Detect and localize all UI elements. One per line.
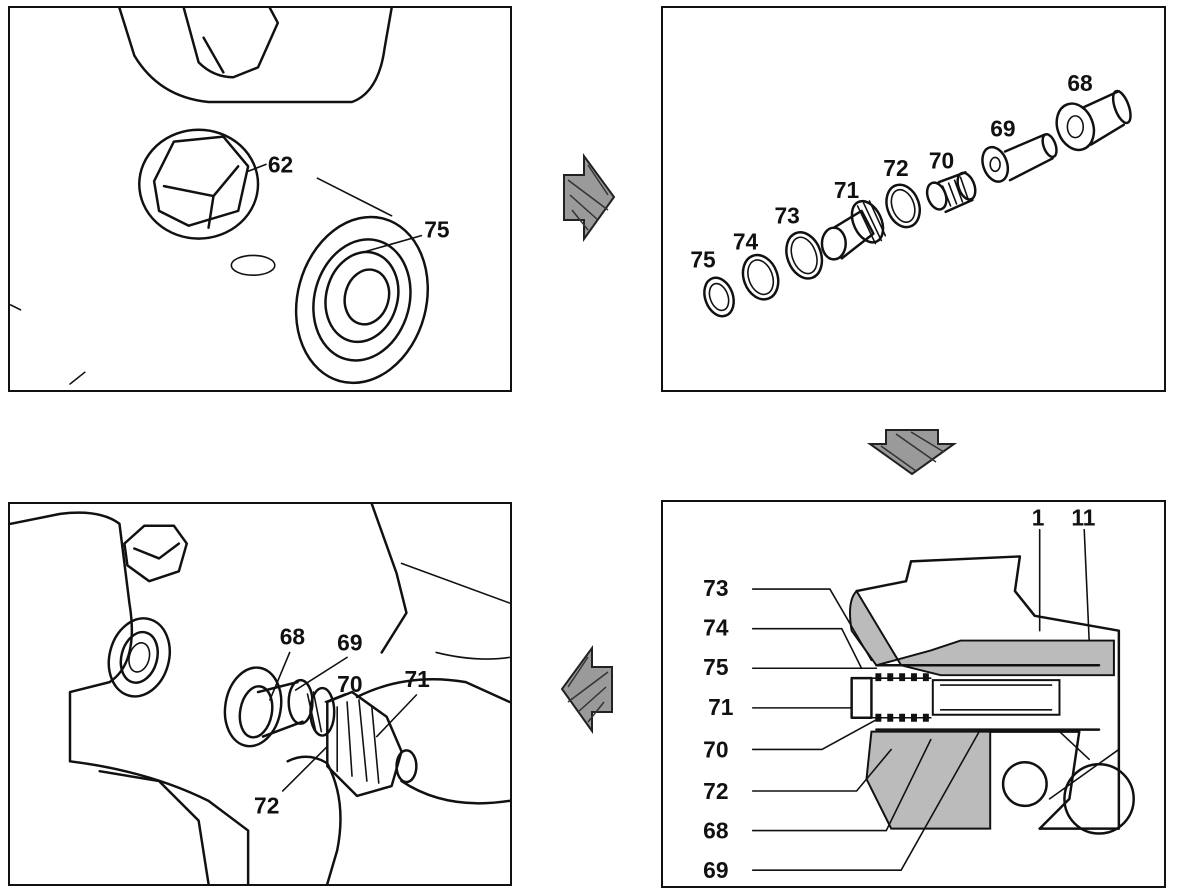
- label-part-72: 72: [883, 155, 908, 181]
- label-part-75: 75: [690, 246, 716, 272]
- part-72-o-ring: [885, 183, 921, 229]
- label-part-68: 68: [1067, 70, 1092, 96]
- arrow-down-icon: [866, 429, 958, 476]
- part-74-ring: [741, 253, 780, 301]
- part-69-piston: [981, 132, 1058, 183]
- label-section-69: 69: [703, 857, 728, 883]
- label-assembly-71: 71: [404, 666, 430, 692]
- label-assembly-68: 68: [280, 624, 305, 650]
- cap-62: [138, 128, 260, 240]
- label-section-1: 1: [1032, 505, 1045, 531]
- label-section-72: 72: [703, 778, 728, 804]
- panel-remove-cap: 62 75: [8, 6, 512, 392]
- part-71-plug: [820, 199, 887, 261]
- panel-section-view: 1 11 73 74 75 71 70 72 68 69: [661, 500, 1166, 888]
- label-section-74: 74: [703, 615, 729, 641]
- install-assembly-illustration: 68 69 70 71 72: [10, 504, 510, 884]
- arrow-right-icon: [563, 152, 616, 243]
- label-section-71: 71: [708, 694, 734, 720]
- label-assembly-69: 69: [337, 629, 362, 655]
- arrow-left-icon: [560, 644, 613, 735]
- label-part-69: 69: [990, 116, 1015, 142]
- label-part-73: 73: [774, 203, 799, 229]
- part-75-snap-ring: [703, 276, 735, 318]
- section-view-illustration: 1 11 73 74 75 71 70 72 68 69: [703, 505, 1135, 883]
- left-port: [107, 617, 171, 698]
- label-part-70: 70: [929, 147, 954, 173]
- label-part-71: 71: [834, 177, 860, 203]
- cap-top: [123, 524, 189, 583]
- panel-exploded-parts: 75 74 73 71 72: [661, 6, 1166, 392]
- label-62: 62: [268, 151, 293, 177]
- label-part-74: 74: [733, 228, 759, 254]
- label-75: 75: [424, 217, 450, 243]
- assembly-port: [223, 666, 418, 798]
- panel-install-assembly: 68 69 70 71 72: [8, 502, 512, 886]
- label-section-73: 73: [703, 575, 728, 601]
- label-assembly-70: 70: [337, 671, 362, 697]
- part-70-spring: [925, 171, 977, 214]
- label-section-75: 75: [703, 654, 729, 680]
- part-68-sleeve: [1055, 89, 1132, 152]
- label-section-11: 11: [1071, 505, 1095, 531]
- part-73-snap-ring: [785, 231, 824, 280]
- label-section-68: 68: [703, 817, 728, 843]
- exploded-parts-illustration: 75 74 73 71 72: [690, 70, 1132, 318]
- remove-cap-illustration: 62 75: [10, 8, 450, 385]
- valve-port: [294, 215, 430, 385]
- label-assembly-72: 72: [254, 793, 279, 819]
- label-section-70: 70: [703, 736, 728, 762]
